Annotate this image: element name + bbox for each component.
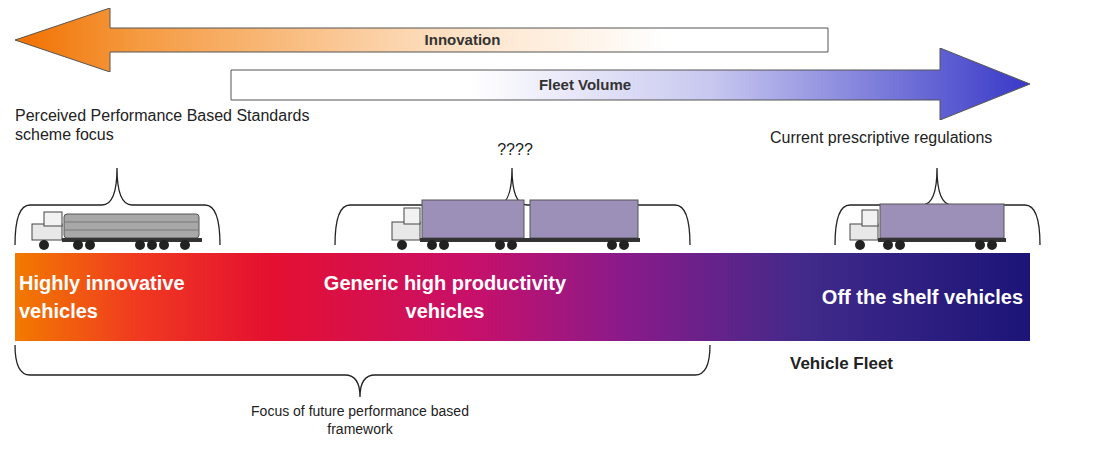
shape-fill — [15, 253, 1030, 341]
shape-outline — [15, 8, 830, 72]
brace — [335, 168, 690, 245]
axis-label: Vehicle Fleet — [790, 354, 990, 373]
arrow-label: Innovation — [110, 31, 815, 49]
brace — [15, 168, 220, 245]
brace — [15, 345, 710, 397]
fleet-segment-label: Highly innovative vehicles — [15, 269, 240, 325]
semi-trailer-truck — [850, 204, 1006, 250]
scheme-focus-label: Perceived Performance Based Standards sc… — [15, 106, 345, 144]
shape-fill — [15, 8, 828, 72]
regulations-label: Current prescriptive regulations — [770, 128, 1100, 147]
unknown-focus-label: ???? — [470, 140, 560, 159]
shape-fill — [231, 48, 1030, 120]
braces — [15, 168, 1040, 397]
fleet-segment-label: Generic high productivity vehicles — [285, 269, 605, 325]
fleet-volume-arrow: Fleet Volume — [230, 48, 1030, 120]
vehicle-fleet-band: Highly innovative vehicles Generic high p… — [15, 253, 1030, 341]
b-double-truck — [392, 200, 640, 250]
brace — [835, 168, 1040, 245]
arrow-label: Fleet Volume — [230, 76, 940, 94]
log-truck — [32, 212, 202, 250]
future-focus-label: Focus of future performance based framew… — [220, 402, 500, 438]
innovation-arrow: Innovation — [15, 8, 830, 72]
fleet-segment-label: Off the shelf vehicles — [775, 283, 1027, 311]
